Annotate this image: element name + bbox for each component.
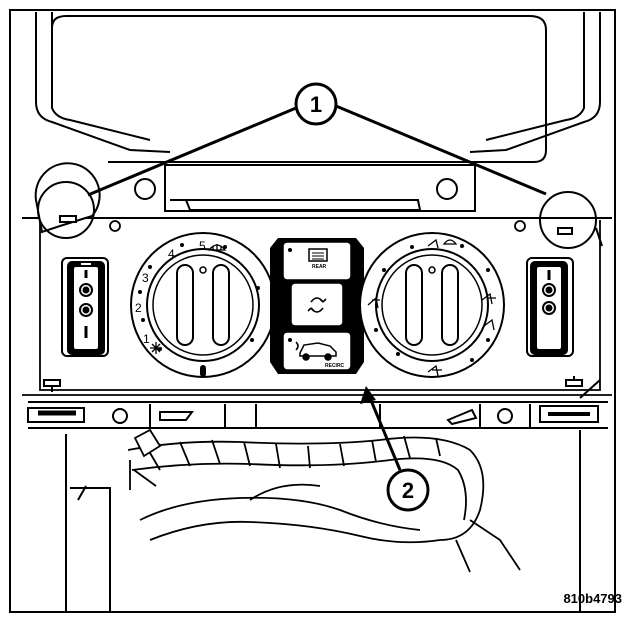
- callout-2-leader: [368, 397, 402, 471]
- right-air-vent: [526, 257, 574, 357]
- callout-1-label: 1: [310, 92, 322, 117]
- lower-rail: [27, 376, 608, 429]
- callout-1-leaders: [87, 104, 547, 197]
- fan-scale-1: 1: [143, 332, 150, 346]
- left-air-vent: [61, 257, 109, 357]
- rear-defrost-caption: REAR: [312, 264, 327, 270]
- defrost-icon: [207, 244, 227, 251]
- fan-speed-dial[interactable]: 1 2 3 4 5: [130, 232, 276, 378]
- right-retaining-clip: [539, 191, 603, 249]
- mode-dial[interactable]: [359, 232, 505, 378]
- recirculation-icon: [307, 297, 327, 313]
- callout-2-arrowhead: [360, 386, 376, 404]
- left-retaining-clip: [34, 162, 101, 239]
- upper-dash-frame: [35, 12, 601, 212]
- fan-scale-5: 5: [199, 239, 206, 253]
- fan-scale-4: 4: [168, 247, 175, 261]
- mode-caption: RECIRC: [325, 363, 345, 369]
- fan-scale-3: 3: [142, 271, 149, 285]
- rear-defrost-button[interactable]: REAR: [283, 242, 351, 280]
- wiring-harness: [127, 428, 521, 573]
- callout-2: 2: [386, 468, 430, 512]
- mode-button[interactable]: RECIRC: [283, 332, 351, 370]
- center-button-panel: REAR RECIRC: [270, 238, 364, 374]
- car-airflow-icon: [295, 341, 337, 361]
- callout-1: 1: [294, 82, 338, 126]
- lower-cavity: [65, 430, 581, 612]
- rear-defrost-icon: [308, 248, 328, 262]
- fan-icon: [150, 342, 162, 354]
- airflow-mode-icons: [367, 238, 496, 377]
- recirculation-button[interactable]: [291, 283, 343, 326]
- fan-scale-2: 2: [135, 301, 142, 315]
- callout-2-label: 2: [402, 478, 414, 503]
- figure-id: 810b4793: [563, 591, 622, 606]
- hvac-bezel: [22, 220, 612, 396]
- figure-border: [9, 9, 616, 613]
